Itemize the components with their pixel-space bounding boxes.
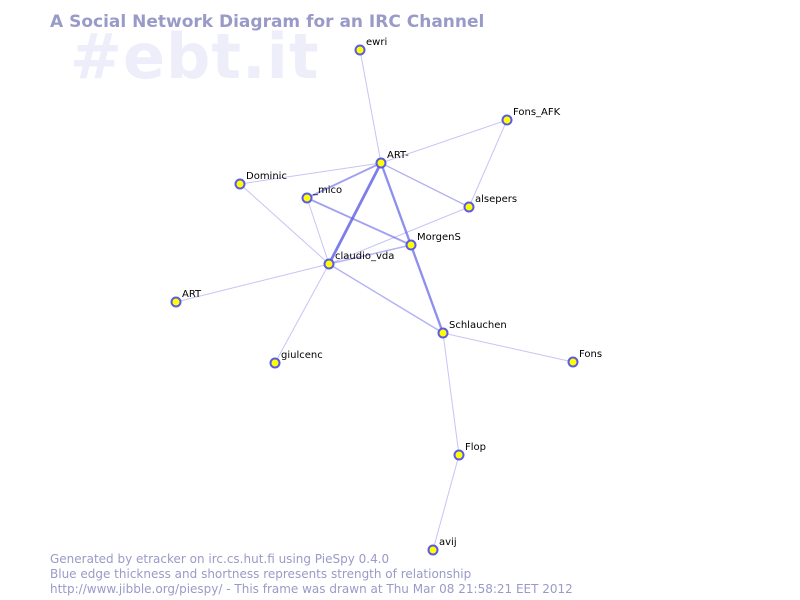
- edge-claudio_vda-ART: [175, 263, 330, 303]
- edge-claudio_vda-MorgenS: [328, 244, 412, 265]
- node-_mico: [301, 192, 313, 204]
- node-Fons: [567, 356, 579, 368]
- footer-generator-line: Generated by etracker on irc.cs.hut.fi u…: [50, 552, 390, 566]
- node-label-MorgenS: MorgenS: [417, 232, 461, 243]
- node-label-Schlauchen: Schlauchen: [449, 320, 507, 331]
- edge-ART--claudio_vda: [327, 161, 383, 266]
- edge-Flop-avij: [432, 454, 460, 551]
- edge-claudio_vda-alsepers: [328, 206, 470, 265]
- node-label-Fons: Fons: [579, 349, 602, 360]
- node-Schlauchen: [437, 327, 449, 339]
- node-label-giulcenc: giulcenc: [281, 350, 323, 361]
- edge-Schlauchen-Flop: [442, 332, 460, 456]
- node-ART-: [375, 157, 387, 169]
- edge-ART--ewri: [359, 49, 382, 164]
- edge-claudio_vda-giulcenc: [274, 263, 330, 364]
- node-label-ewri: ewri: [366, 37, 387, 48]
- nodes-layer: [170, 44, 579, 556]
- edge-Schlauchen-Fons: [442, 332, 574, 363]
- node-Flop: [453, 449, 465, 461]
- edge-ART--Fons_AFK: [380, 119, 508, 164]
- edge-alsepers-Fons_AFK: [468, 119, 508, 208]
- node-label-Dominic: Dominic: [246, 171, 287, 182]
- node-alsepers: [463, 201, 475, 213]
- node-label-ART-: ART-: [387, 150, 409, 161]
- node-claudio_vda: [323, 258, 335, 270]
- edge-claudio_vda-Schlauchen: [328, 263, 444, 334]
- node-ART: [170, 296, 182, 308]
- node-label-Flop: Flop: [465, 442, 486, 453]
- footer-legend-line: Blue edge thickness and shortness repres…: [50, 567, 472, 581]
- edge-ART--Dominic: [239, 162, 382, 185]
- footer-timestamp-line: http://www.jibble.org/piespy/ - This fra…: [50, 582, 573, 596]
- node-label-avij: avij: [439, 537, 457, 548]
- edge-ART--alsepers: [380, 162, 470, 208]
- node-label-ART: ART: [182, 289, 202, 300]
- node-label-_mico: _mico: [312, 185, 342, 196]
- node-Dominic: [234, 178, 246, 190]
- node-label-alsepers: alsepers: [475, 194, 517, 205]
- edge-Dominic-claudio_vda: [239, 183, 330, 265]
- edge-_mico-MorgenS: [306, 197, 412, 246]
- edge-ART--_mico: [306, 162, 382, 199]
- edge-_mico-claudio_vda: [306, 197, 330, 265]
- channel-watermark: #ebt.it: [70, 20, 320, 93]
- node-label-claudio_vda: claudio_vda: [335, 251, 394, 262]
- node-Fons_AFK: [501, 114, 513, 126]
- node-giulcenc: [269, 357, 281, 369]
- node-MorgenS: [405, 239, 417, 251]
- node-avij: [427, 544, 439, 556]
- node-label-Fons_AFK: Fons_AFK: [513, 107, 561, 118]
- footer-info: Generated by etracker on irc.cs.hut.fi u…: [50, 552, 573, 597]
- diagram-title: A Social Network Diagram for an IRC Chan…: [50, 12, 485, 32]
- edges-layer: [175, 49, 574, 551]
- node-ewri: [354, 44, 366, 56]
